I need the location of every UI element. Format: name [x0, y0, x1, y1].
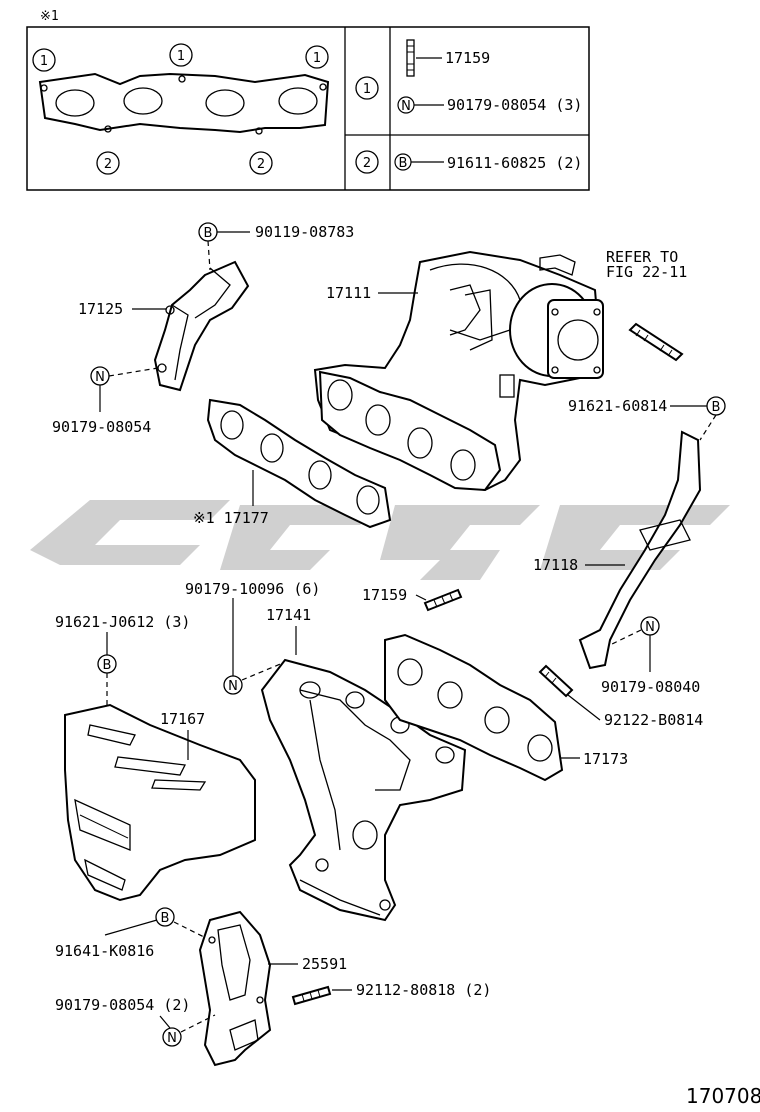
- callout-17118: 17118: [533, 556, 578, 574]
- stud-icon: [406, 39, 415, 77]
- bolt-symbol-90119: B: [204, 226, 213, 241]
- callout-17159: 17159: [362, 586, 407, 604]
- gasket-17173: [384, 633, 564, 782]
- callout-90119-08783: 90119-08783: [255, 223, 354, 241]
- callout-91621-60814: 91621-60814: [568, 397, 667, 415]
- callout-17141: 17141: [266, 606, 311, 624]
- gasket-label-1b: 1: [177, 49, 185, 64]
- inset-part-91611-60825: 91611-60825 (2): [447, 154, 582, 172]
- gasket-17177: [206, 398, 392, 529]
- stay-17118: [578, 430, 702, 670]
- inset-row-key-1: 1: [363, 82, 371, 97]
- callout-17173: 17173: [583, 750, 628, 768]
- callout-90179-08054-a: 90179-08054: [52, 418, 151, 436]
- gasket-label-1a: 1: [40, 54, 48, 69]
- inset-table: ※1 1 1 1 2 2: [26, 9, 590, 191]
- bolt-symbol-91621-j0612: B: [103, 658, 112, 673]
- callout-90179-08040: 90179-08040: [601, 678, 700, 696]
- stud-refer: [628, 322, 684, 362]
- inset-bolt-symbol: B: [399, 156, 408, 171]
- stud-92112-80818: [291, 985, 332, 1006]
- figure-number: 170708: [686, 1084, 760, 1108]
- watermark-logo: [30, 500, 730, 580]
- turbocharger-assembly-17111: [313, 250, 604, 492]
- nut-symbol-90179-10096: N: [228, 679, 238, 694]
- inset-row-key-2: 2: [363, 156, 371, 171]
- heat-insulator-17167: [64, 703, 256, 902]
- heat-insulator-17125: [153, 260, 250, 392]
- inset-nut-symbol: N: [401, 99, 411, 114]
- inset-marker: ※1: [40, 9, 59, 24]
- stud-17159: [423, 588, 463, 612]
- bolt-symbol-91641-k0816: B: [161, 911, 170, 926]
- gasket-label-2b: 2: [257, 157, 265, 172]
- bolt-symbol-91621-60814: B: [712, 400, 721, 415]
- gasket-inset-drawing: [38, 72, 330, 135]
- nut-symbol-90179-08040: N: [645, 620, 655, 635]
- callout-91641-k0816: 91641-K0816: [55, 942, 154, 960]
- callout-17111: 17111: [326, 284, 371, 302]
- refer-line-1: REFER TO: [606, 248, 678, 266]
- nut-symbol-90179-08054-b: N: [167, 1031, 177, 1046]
- gasket-label-1c: 1: [313, 51, 321, 66]
- callout-25591: 25591: [302, 955, 347, 973]
- refer-line-2: FIG 22-11: [606, 263, 687, 281]
- gasket-label-2a: 2: [104, 157, 112, 172]
- nut-symbol-90179-a: N: [95, 370, 105, 385]
- callout-92122-b0814: 92122-B0814: [604, 711, 703, 729]
- plate-25591: [198, 910, 272, 1067]
- inset-part-17159: 17159: [445, 49, 490, 67]
- callout-90179-10096: 90179-10096 (6): [185, 580, 320, 598]
- callout-90179-08054-b: 90179-08054 (2): [55, 996, 190, 1014]
- callout-17177: ※1 17177: [193, 509, 269, 527]
- callout-91621-j0612: 91621-J0612 (3): [55, 613, 190, 631]
- callout-17167: 17167: [160, 710, 205, 728]
- callout-92112-80818: 92112-80818 (2): [356, 981, 491, 999]
- inset-part-90179-08054: 90179-08054 (3): [447, 96, 582, 114]
- stud-92122-b0814: [538, 664, 574, 698]
- callout-17125: 17125: [78, 300, 123, 318]
